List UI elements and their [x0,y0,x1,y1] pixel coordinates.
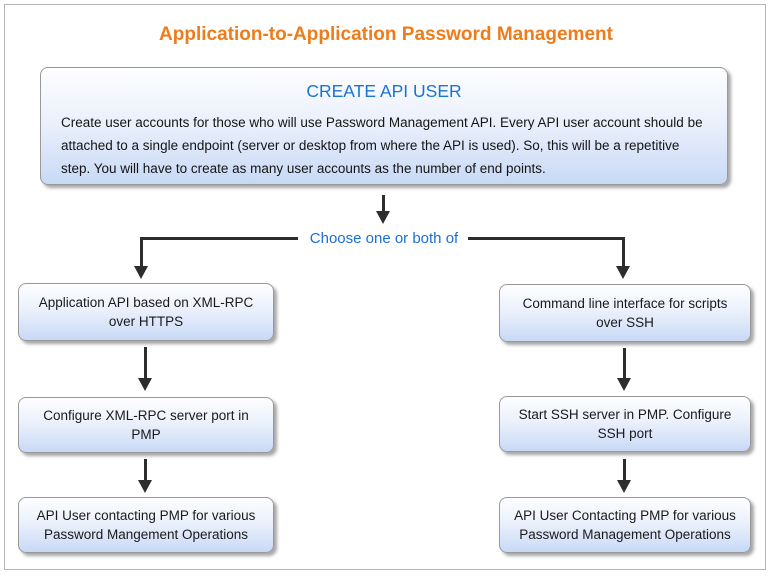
arrow-stem [622,237,625,267]
arrow-stem [140,237,143,267]
node-start-ssh-server: Start SSH server in PMP. Configure SSH p… [499,396,751,452]
arrow-head-icon [617,480,631,493]
node-xml-rpc-api: Application API based on XML-RPC over HT… [18,283,274,341]
node-label: API User contacting PMP for various Pass… [36,508,256,542]
connector-line-right [468,237,625,240]
arrow-stem [144,347,147,378]
node-configure-xml-rpc-port: Configure XML-RPC server port in PMP [18,397,274,453]
page-title: Application-to-Application Password Mana… [159,24,613,45]
node-label: Command line interface for scripts over … [522,296,728,330]
arrow-stem [623,348,626,378]
node-api-user-contacting-pmp-left: API User contacting PMP for various Pass… [18,497,274,553]
create-api-user-description: Create user accounts for those who will … [61,115,703,176]
arrow-head-icon [376,211,390,224]
arrow-head-icon [134,266,148,279]
arrow-head-icon [617,378,631,391]
node-label: API User Contacting PMP for various Pass… [514,508,736,542]
arrow-stem [382,195,385,212]
node-api-user-contacting-pmp-right: API User Contacting PMP for various Pass… [499,497,751,553]
node-label: Configure XML-RPC server port in PMP [43,408,249,442]
node-cli-ssh: Command line interface for scripts over … [499,284,751,342]
node-label: Application API based on XML-RPC over HT… [38,295,254,329]
node-label: Start SSH server in PMP. Configure SSH p… [518,407,732,441]
connector-label: Choose one or both of [309,230,459,247]
connector-line-left [141,237,298,240]
arrow-head-icon [138,480,152,493]
arrow-stem [623,459,626,480]
arrow-head-icon [138,378,152,391]
create-api-user-title: CREATE API USER [306,81,462,101]
arrow-head-icon [616,266,630,279]
arrow-stem [144,459,147,480]
node-create-api-user: CREATE API USER Create user accounts for… [40,67,728,185]
